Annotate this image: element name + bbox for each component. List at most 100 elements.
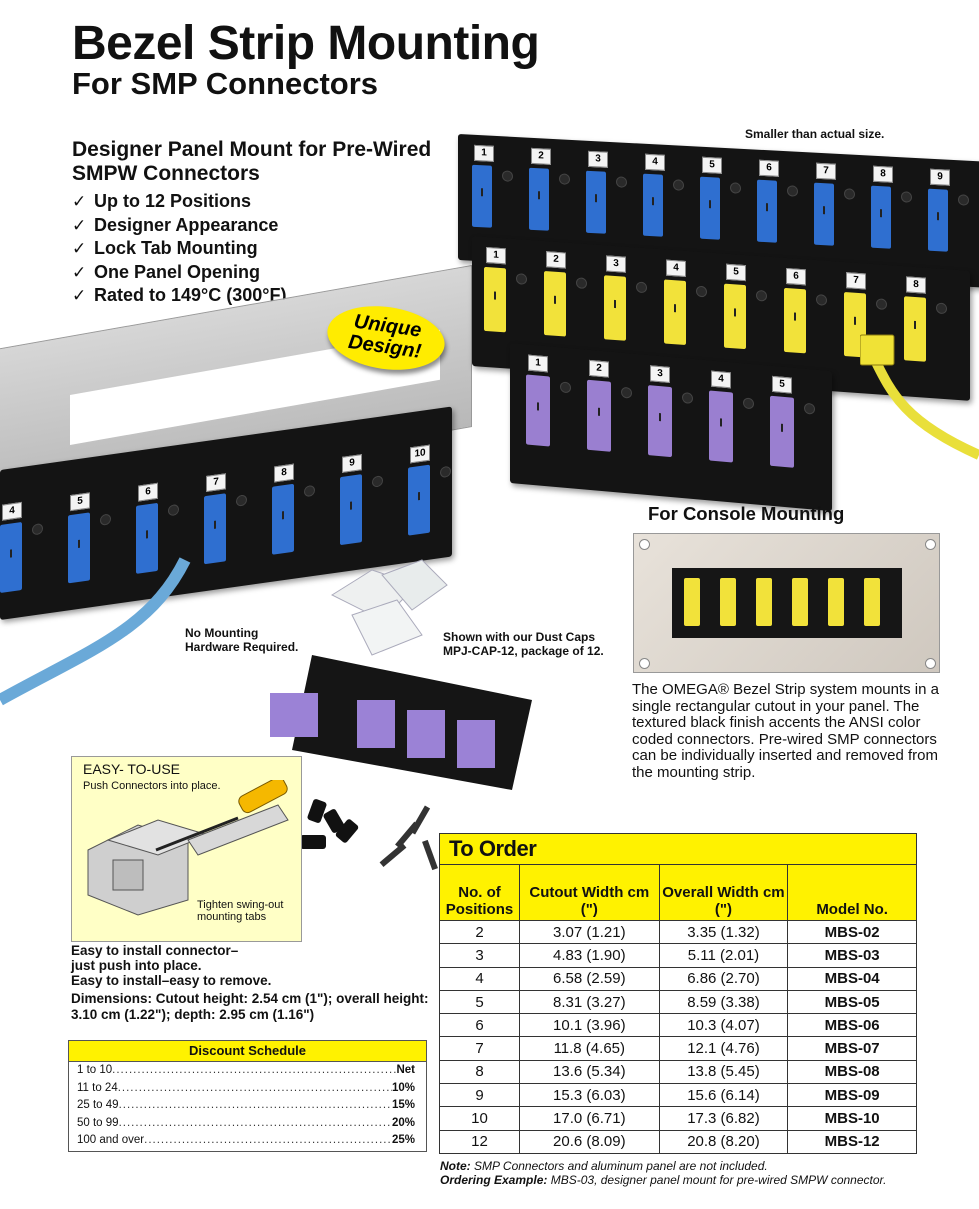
screw-hole (876, 298, 887, 311)
intro-heading: Designer Panel Mount for Pre-Wired SMPW … (72, 138, 432, 185)
connector-icon (529, 167, 549, 231)
table-cell: 17.0 (6.71) (518, 1106, 660, 1131)
connector-icon (272, 483, 294, 555)
screw-hole (621, 386, 632, 399)
table-cell: 9 (439, 1083, 520, 1108)
model-number-cell: MBS-07 (787, 1036, 917, 1061)
connector-icon (643, 173, 663, 237)
screw-hole (560, 381, 571, 394)
connector-icon (587, 379, 611, 452)
example-text: , designer panel mount for pre-wired SMP… (594, 1173, 887, 1187)
connector-icon (544, 271, 566, 337)
dimensions-text: Dimensions: Cutout height: 2.54 cm (1");… (71, 991, 429, 1022)
screw-hole (673, 179, 684, 191)
discount-quantity: 100 and over (77, 1134, 145, 1146)
table-cell: 3.07 (1.21) (518, 919, 660, 945)
table-cell: 12.1 (4.76) (658, 1036, 789, 1061)
easy-title: EASY- TO-USE (83, 761, 181, 777)
connector-icon (484, 266, 506, 333)
table-cell: 11.8 (4.65) (518, 1036, 660, 1061)
connector-icon (709, 390, 733, 463)
connector-icon (604, 275, 626, 341)
dust-caps-line1: Shown with our Dust Caps (443, 630, 595, 644)
connector-icon (757, 179, 777, 243)
discount-row: 50 to 9920% (69, 1115, 426, 1133)
model-number-cell: MBS-09 (787, 1083, 917, 1108)
connector-icon (700, 176, 720, 240)
connector-icon (408, 464, 430, 536)
position-number: 6 (138, 482, 158, 502)
position-number: 8 (274, 463, 294, 483)
table-cell: 10.1 (3.96) (518, 1013, 660, 1038)
discount-row: 1 to 10Net (69, 1062, 426, 1080)
no-hardware-caption: No Mounting Hardware Required. (185, 626, 298, 654)
connector-icon (864, 578, 880, 626)
feature-label: Up to 12 Positions (94, 191, 252, 211)
screw-hole (636, 281, 647, 294)
position-number: 1 (528, 354, 548, 373)
screw-hole (756, 289, 767, 302)
connector-icon (472, 164, 492, 228)
table-cell: 10 (439, 1106, 520, 1131)
table-cell: 10.3 (4.07) (658, 1013, 789, 1038)
mount-hole (639, 539, 650, 550)
table-cell: 3.35 (1.32) (658, 919, 789, 945)
console-description: The OMEGA® Bezel Strip system mounts in … (632, 681, 939, 781)
screw-hole (787, 185, 798, 197)
table-cell: 3 (439, 943, 520, 968)
model-number-cell: MBS-08 (787, 1059, 917, 1085)
screw-hole (730, 182, 741, 194)
table-cell: 13.8 (5.45) (658, 1059, 789, 1085)
discount-row: 11 to 2410% (69, 1080, 426, 1098)
screw-hole (236, 494, 247, 507)
discount-quantity: 25 to 49 (77, 1099, 119, 1111)
note-label: Note: (440, 1159, 471, 1173)
note-line: Note: SMP Connectors and aluminum panel … (440, 1159, 900, 1173)
dust-caps-line2: MPJ-CAP-12, package of 12. (443, 644, 604, 658)
easy-tabs-line2: mounting tabs (197, 911, 267, 923)
position-number: 10 (410, 444, 430, 464)
screw-hole (804, 402, 815, 415)
table-cell: 7 (439, 1036, 520, 1061)
screw-hole (100, 513, 111, 526)
connector-icon (871, 185, 891, 249)
screw-hole (616, 176, 627, 188)
position-number: 7 (816, 162, 836, 180)
connector-icon (814, 182, 834, 246)
table-cell: 17.3 (6.82) (658, 1106, 789, 1131)
table-cell: 4.83 (1.90) (518, 943, 660, 968)
table-cell: 5 (439, 989, 520, 1015)
connector-icon (526, 374, 550, 447)
table-cell: 20.6 (8.09) (518, 1129, 660, 1154)
column-header: Model No. (787, 864, 917, 921)
position-number: 4 (711, 370, 731, 389)
dust-caps-image (330, 559, 448, 656)
mount-hole (925, 539, 936, 550)
note-text: SMP Connectors and aluminum panel are no… (470, 1159, 768, 1173)
dust-caps-caption: Shown with our Dust Caps MPJ-CAP-12, pac… (443, 630, 604, 658)
page-title: Bezel Strip Mounting (72, 17, 540, 70)
leader-dots (112, 1062, 396, 1080)
screw-hole (440, 465, 451, 479)
easy-subtitle: Push Connectors into place. (83, 780, 221, 792)
check-icon: ✓ (72, 262, 87, 282)
table-cell: 15.6 (6.14) (658, 1083, 789, 1108)
model-number-cell: MBS-04 (787, 966, 917, 991)
example-label: Ordering Example: (440, 1173, 548, 1187)
small-strip-image (270, 655, 532, 790)
feature-label: Designer Appearance (94, 214, 279, 235)
position-number: 8 (906, 276, 926, 294)
discount-row: 100 and over25% (69, 1132, 426, 1150)
feature-item: ✓Up to 12 Positions (72, 190, 286, 214)
position-number: 1 (474, 144, 494, 162)
no-hardware-line2: Hardware Required. (185, 640, 299, 654)
install-line3: Easy to install–easy to remove. (71, 973, 272, 988)
model-number-cell: MBS-06 (787, 1013, 917, 1038)
connector-icon (756, 578, 772, 626)
screw-hole (32, 522, 43, 536)
connector-icon (828, 578, 844, 626)
install-text: Easy to install connector– just push int… (71, 943, 431, 988)
